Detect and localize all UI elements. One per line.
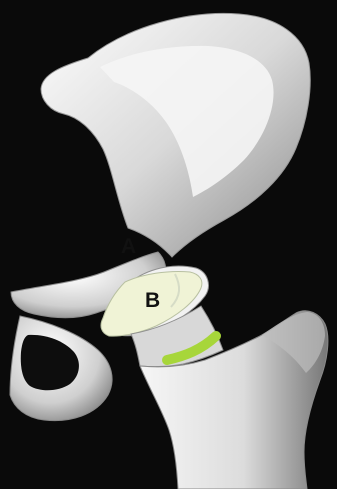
label-a: A — [121, 236, 136, 257]
label-b: B — [145, 290, 160, 311]
